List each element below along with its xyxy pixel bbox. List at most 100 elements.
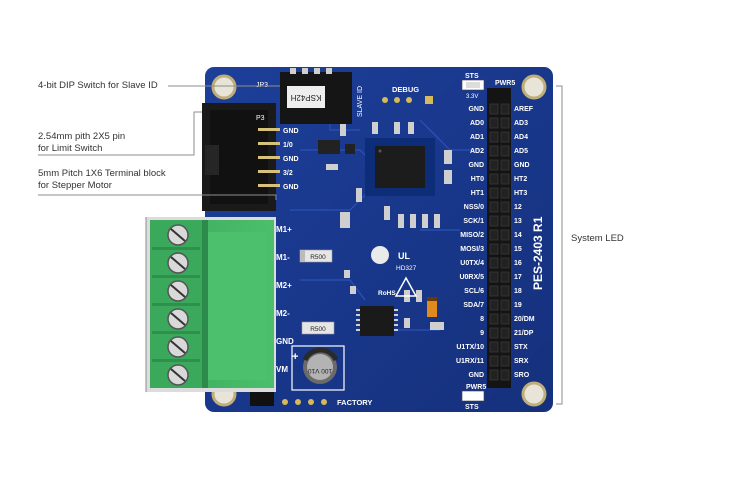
terminal-block (146, 217, 276, 392)
header-pin (500, 341, 510, 353)
header-left-labels: GND AD0 AD1 AD2 GND HT0 HT1 NSS/0 SCK/1 … (456, 106, 484, 379)
header-pin (489, 285, 499, 297)
svg-text:MOSI/3: MOSI/3 (460, 246, 484, 253)
cert-logos: UL HD327 RoHS (371, 246, 417, 297)
header-pin (500, 159, 510, 171)
svg-text:AD1: AD1 (470, 134, 484, 141)
svg-text:9: 9 (480, 330, 484, 337)
svg-text:8: 8 (480, 316, 484, 323)
svg-text:16: 16 (514, 260, 522, 267)
svg-text:HT0: HT0 (471, 176, 484, 183)
debug-header (382, 96, 433, 104)
svg-text:STS: STS (465, 73, 479, 80)
header-pin (489, 201, 499, 213)
svg-text:R500: R500 (310, 254, 326, 261)
pin-header-2x5 (202, 103, 280, 211)
svg-text:AD0: AD0 (470, 120, 484, 127)
header-pin (489, 103, 499, 115)
svg-text:U0TX/4: U0TX/4 (460, 260, 484, 267)
header-pin (500, 103, 510, 115)
header-pin (500, 201, 510, 213)
svg-text:SRX: SRX (514, 358, 529, 365)
svg-text:21/DP: 21/DP (514, 330, 534, 337)
slave-id-label: SLAVE ID (357, 86, 364, 117)
factory-header (250, 392, 327, 406)
header-pin (500, 313, 510, 325)
led-area-bottom: PWR5 STS (461, 384, 486, 411)
header-pin (489, 173, 499, 185)
svg-text:AD4: AD4 (514, 134, 528, 141)
svg-text:GND: GND (276, 337, 294, 346)
svg-text:M1-: M1- (276, 253, 290, 262)
svg-text:U1RX/11: U1RX/11 (456, 358, 484, 365)
svg-text:R500: R500 (310, 326, 326, 333)
svg-text:M2+: M2+ (276, 281, 292, 290)
svg-text:13: 13 (514, 218, 522, 225)
svg-text:HT2: HT2 (514, 176, 527, 183)
dip-switch: KSP42H (280, 68, 352, 124)
svg-text:PWR5: PWR5 (495, 80, 515, 87)
pin-header-2x20 (487, 88, 511, 388)
svg-text:AD2: AD2 (470, 148, 484, 155)
svg-text:GND: GND (283, 128, 299, 135)
header-pin (500, 229, 510, 241)
limit-pin-labels: GND 1/0 GND 3/2 GND (283, 128, 299, 191)
header-pin (489, 159, 499, 171)
header-pin (489, 229, 499, 241)
svg-text:AD5: AD5 (514, 148, 528, 155)
svg-text:UL: UL (398, 251, 410, 261)
svg-text:M1+: M1+ (276, 225, 292, 234)
leader-lines (38, 85, 563, 405)
svg-text:15: 15 (514, 246, 522, 253)
p3-label: P3 (256, 115, 265, 122)
header-pin (500, 327, 510, 339)
header-pin (489, 327, 499, 339)
svg-text:VM: VM (276, 365, 288, 374)
header-pin (489, 131, 499, 143)
header-pin (489, 257, 499, 269)
svg-text:U0RX/5: U0RX/5 (459, 274, 484, 281)
svg-text:SCL/6: SCL/6 (464, 288, 484, 295)
header-pin (489, 243, 499, 255)
svg-text:GND: GND (283, 156, 299, 163)
debug-label: DEBUG (392, 85, 419, 94)
svg-text:HD327: HD327 (396, 265, 417, 272)
svg-text:RoHS: RoHS (378, 290, 396, 297)
header-pin (500, 145, 510, 157)
header-pin (500, 271, 510, 283)
svg-text:GND: GND (468, 162, 484, 169)
resistor-1: R500 (299, 249, 333, 263)
svg-text:+: + (292, 351, 298, 363)
svg-text:HT1: HT1 (471, 190, 484, 197)
svg-text:17: 17 (514, 274, 522, 281)
mcu-chip (365, 138, 435, 196)
resistor-2: R500 (301, 321, 335, 335)
svg-text:STS: STS (465, 404, 479, 411)
header-pin (500, 369, 510, 381)
header-pin (489, 271, 499, 283)
header-pin (489, 117, 499, 129)
svg-text:STX: STX (514, 344, 528, 351)
header-pin (489, 369, 499, 381)
system-led-annotation: System LED (571, 233, 624, 244)
svg-text:GND: GND (283, 184, 299, 191)
svg-text:NSS/0: NSS/0 (464, 204, 484, 211)
driver-chip (356, 306, 398, 336)
header-pin (500, 131, 510, 143)
svg-text:GND: GND (468, 372, 484, 379)
terminal-annotation-1: 5mm Pitch 1X6 Terminal block (38, 168, 166, 179)
pin-header-annotation-2: for Limit Switch (38, 143, 103, 154)
svg-text:MISO/2: MISO/2 (460, 232, 484, 239)
header-pin (489, 215, 499, 227)
header-pin (489, 313, 499, 325)
tantalum-capacitor (394, 276, 437, 317)
svg-text:SCK/1: SCK/1 (463, 218, 484, 225)
header-pin (489, 341, 499, 353)
dip-switch-annotation: 4-bit DIP Switch for Slave ID (38, 80, 158, 91)
led-area-top: STS PWR5 3.3V (461, 73, 515, 100)
pin-header-annotation-1: 2.54mm pith 2X5 pin (38, 131, 126, 142)
factory-label: FACTORY (337, 398, 372, 407)
electrolytic-capacitor: + 100 V10 (291, 345, 345, 391)
